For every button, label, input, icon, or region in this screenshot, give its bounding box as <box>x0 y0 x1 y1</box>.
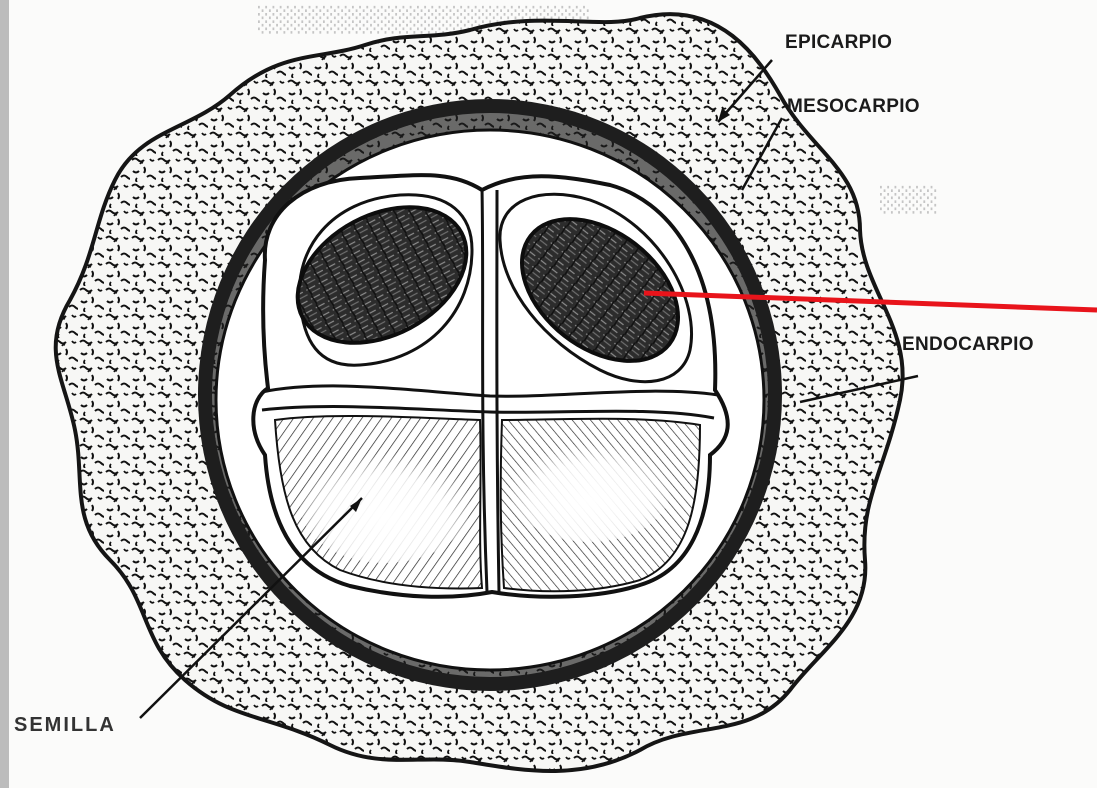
semilla-label: SEMILLA <box>14 714 116 737</box>
endocarpio-label-suffix: CARPIO <box>958 334 1034 355</box>
mesocarpio-label: MESOCARPIO <box>787 96 920 118</box>
endocarpio-label-prefix: ENDO <box>902 334 958 355</box>
epicarpio-label: EPICARPIO <box>785 32 892 54</box>
endocarpio-label: ENDOCARPIO <box>902 334 1034 356</box>
